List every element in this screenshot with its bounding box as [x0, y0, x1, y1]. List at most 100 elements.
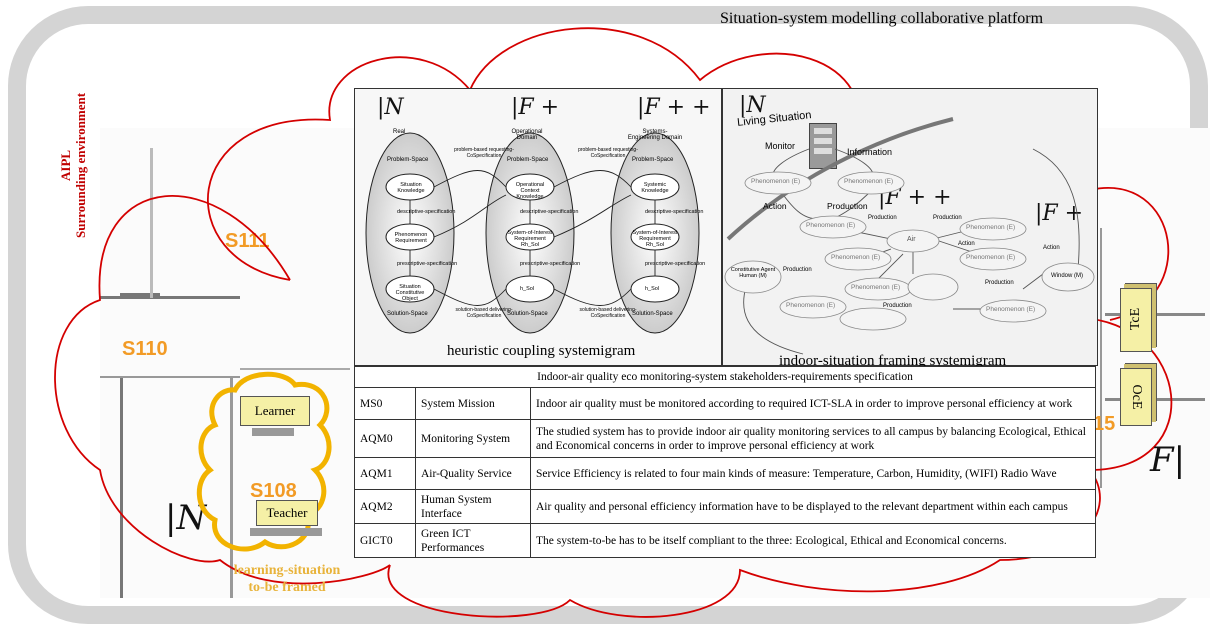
- col3-node2: System-of-Interest Requirement Rh_Sol: [632, 230, 678, 248]
- edge-prescr-3: prescriptive-specification: [645, 261, 706, 267]
- req-name: Human System Interface: [415, 489, 531, 524]
- production-label-small: Production: [883, 303, 912, 309]
- production-label-small: Production: [868, 215, 897, 221]
- table-row: AQM0 Monitoring System The studied syste…: [354, 419, 1096, 458]
- window-node: Window (M): [1051, 273, 1084, 279]
- room-label: S111: [225, 230, 270, 252]
- wall: [230, 378, 233, 598]
- panel1-marker-f: |F +: [511, 95, 560, 120]
- col3-space: Problem-Space: [632, 157, 674, 163]
- cloud-left: [54, 195, 391, 585]
- agent-node: Constitutive Agent Human (M): [730, 267, 776, 279]
- wall: [100, 296, 240, 299]
- production-label-small: Production: [933, 215, 962, 221]
- learning-situation-cloud: [196, 371, 332, 552]
- platform-title: Situation-system modelling collaborative…: [720, 10, 1044, 27]
- systemigram2-caption: indoor-situation framing systemigram: [779, 353, 1007, 369]
- learner-desk: [252, 428, 294, 436]
- wall: [150, 148, 153, 298]
- col1-top: Real: [393, 129, 406, 135]
- phenomenon-node: Phenomenon (E): [851, 284, 901, 291]
- panel2-marker-n: |N: [739, 93, 766, 118]
- monitor-label: Monitor: [765, 141, 796, 151]
- col3-node3: h_Sol: [645, 286, 660, 292]
- teacher-box: Teacher: [256, 500, 318, 526]
- req-desc: Indoor air quality must be monitored acc…: [530, 387, 1096, 420]
- systemigram2-drawing: [724, 117, 1095, 355]
- phenomenon-node: Phenomenon (E): [806, 222, 856, 229]
- col2-top: Operational Domain: [511, 129, 543, 141]
- col1-bottom: Solution-Space: [387, 311, 428, 317]
- edge-descr-1: descriptive-specification: [397, 209, 456, 215]
- surrounding-label: Surrounding environment: [73, 92, 88, 238]
- req-desc: The system-to-be has to be itself compli…: [530, 523, 1096, 558]
- req-name: Air-Quality Service: [415, 457, 531, 490]
- col2-node2: System-of-Interest Requirement Rh_Sol: [507, 230, 553, 248]
- wall: [100, 376, 240, 378]
- systemigram1-drawing: [365, 132, 700, 334]
- heuristic-coupling-panel: |N |F + |F + + Real Problem-Space Situat…: [354, 88, 722, 366]
- wall: [120, 378, 123, 598]
- learning-situation-line2: to-be framed: [248, 580, 326, 595]
- air-node: Air: [907, 236, 916, 243]
- aipl-label: AIPL: [58, 149, 73, 181]
- teacher-desk: [250, 528, 322, 536]
- col1-node1: Situation Knowledge: [397, 182, 425, 194]
- edge-bottom-link: solution-based delivering-CoSpecificatio…: [455, 307, 513, 319]
- marker-f-right: F|: [1150, 440, 1186, 480]
- panel1-marker-n: |N: [377, 95, 404, 120]
- learning-situation-line1: learning-situation: [233, 563, 341, 578]
- col2-node3: h_Sol: [520, 286, 535, 292]
- req-desc: Service Efficiency is related to four ma…: [530, 457, 1096, 490]
- action-label: Action: [763, 201, 787, 211]
- phenomenon-node: Phenomenon (E): [966, 224, 1016, 231]
- table-row: GICT0 Green ICT Performances The system-…: [354, 523, 1096, 558]
- edge-prescr-2: prescriptive-specification: [520, 261, 581, 267]
- table-row: MS0 System Mission Indoor air quality mu…: [354, 387, 1096, 420]
- req-name: System Mission: [415, 387, 531, 420]
- wall: [240, 368, 350, 370]
- wall: [120, 293, 160, 296]
- req-id: AQM2: [354, 489, 416, 524]
- wall: [1105, 398, 1205, 401]
- cloud-right: [1077, 317, 1173, 471]
- col3-bottom: Solution-Space: [632, 311, 673, 317]
- information-label: Information: [847, 147, 893, 157]
- edge-bottom-link-2: solution-based delivering-CoSpecificatio…: [579, 307, 637, 319]
- panel1-marker-ff: |F + +: [637, 95, 711, 120]
- req-id: MS0: [354, 387, 416, 420]
- col1-node2: Phenomenon Requirement: [394, 232, 428, 244]
- oce-label: OcE: [1129, 384, 1144, 410]
- edge-prescr-1: prescriptive-specification: [397, 261, 458, 267]
- action-label-small: Action: [958, 241, 975, 247]
- indoor-situation-panel: |N Living Situation |F + |F + + Monitor …: [722, 88, 1098, 369]
- col1-node3: Situation Constitutive Object: [395, 284, 425, 302]
- phenomenon-node: Phenomenon (E): [844, 178, 894, 185]
- edge-descr-3: descriptive-specification: [645, 209, 704, 215]
- phenomenon-node: Phenomenon (E): [966, 254, 1016, 261]
- req-name: Green ICT Performances: [415, 523, 531, 558]
- phenomenon-node: Phenomenon (E): [986, 306, 1036, 313]
- learning-situation-label: learning-situation to-be framed: [212, 562, 362, 596]
- col3-top: Systems-Engineering Domain: [627, 129, 683, 141]
- wall: [1100, 228, 1102, 488]
- production-label-small: Production: [985, 280, 1014, 286]
- surrounding-environment-label: AIPL Surrounding environment: [58, 93, 88, 238]
- table-row: AQM1 Air-Quality Service Service Efficie…: [354, 457, 1096, 490]
- col1-space: Problem-Space: [387, 157, 429, 163]
- req-name: Monitoring System: [415, 419, 531, 458]
- phenomenon-node: Phenomenon (E): [786, 302, 836, 309]
- req-id: GICT0: [354, 523, 416, 558]
- col2-node1: Operational Context Knowledge: [515, 182, 545, 200]
- table-header-row: Indoor-air quality eco monitoring-system…: [354, 366, 1096, 388]
- wall: [1105, 313, 1205, 316]
- req-desc: The studied system has to provide indoor…: [530, 419, 1096, 458]
- tce-label: TcE: [1128, 307, 1143, 331]
- edge-descr-2: descriptive-specification: [520, 209, 579, 215]
- learner-box: Learner: [240, 396, 310, 426]
- col2-bottom: Solution-Space: [507, 311, 548, 317]
- req-desc: Air quality and personal efficiency info…: [530, 489, 1096, 524]
- systemigram1-caption: heuristic coupling systemigram: [447, 343, 636, 359]
- table-title: Indoor-air quality eco monitoring-system…: [354, 366, 1096, 388]
- room-label: S110: [122, 338, 168, 360]
